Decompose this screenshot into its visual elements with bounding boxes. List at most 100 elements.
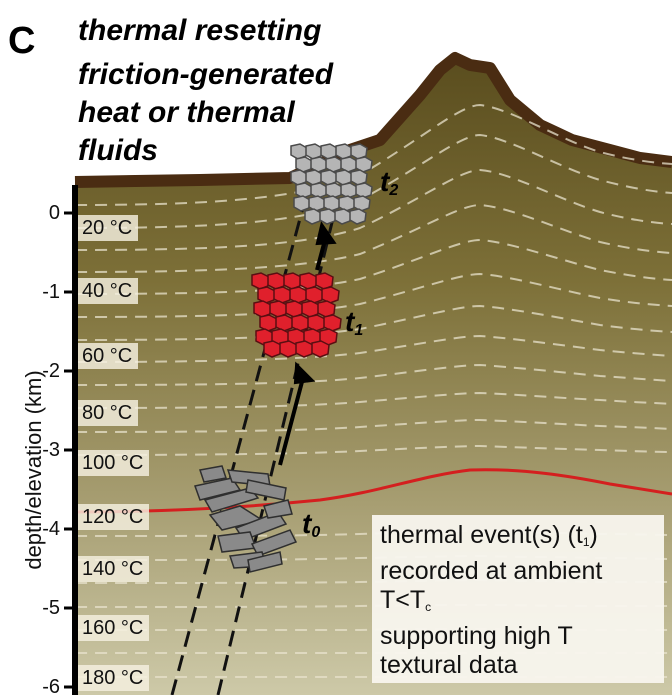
t1-clast xyxy=(321,286,340,304)
temperature-label: 40 °C xyxy=(78,278,139,304)
t1-label-base: t xyxy=(345,306,355,337)
temperature-label: 180 °C xyxy=(78,665,150,691)
t1-clast xyxy=(295,340,314,358)
annotation-line-1-text: thermal event(s) (t xyxy=(380,521,583,549)
t1-clast xyxy=(267,272,286,290)
y-tick-label: -2 xyxy=(42,360,60,382)
isotherm-line xyxy=(74,203,672,273)
t1-clast xyxy=(279,340,298,358)
t1-clast xyxy=(273,286,292,304)
t1-clast xyxy=(253,300,272,318)
y-tick-label: -4 xyxy=(42,518,60,540)
t1-clast xyxy=(289,286,308,304)
t2-clast xyxy=(304,208,322,225)
t2-clast xyxy=(340,182,358,199)
annotation-line-5: textural data xyxy=(380,651,518,679)
t2-clast xyxy=(323,195,341,212)
t2-clast xyxy=(350,169,368,186)
t0-shard xyxy=(199,465,227,483)
t2-clast xyxy=(290,169,308,186)
y-tick-label: 0 xyxy=(48,202,60,224)
t2-clast xyxy=(320,169,338,186)
arrow-head xyxy=(293,361,316,385)
t2-clast xyxy=(295,156,313,173)
t2-clast xyxy=(355,182,373,199)
t2-clast xyxy=(305,169,323,186)
annotation-line-1-sub: 1 xyxy=(582,535,590,549)
y-tick-label: -3 xyxy=(42,439,60,461)
t0-label: t0 xyxy=(302,510,320,541)
t1-clast xyxy=(257,286,276,304)
t2-clast xyxy=(325,182,343,199)
t0-shard xyxy=(245,479,287,501)
t2-clast xyxy=(349,208,367,225)
annotation-line-1-close: ) xyxy=(589,521,598,549)
t2-clast xyxy=(353,195,371,212)
t1-clast xyxy=(323,314,342,332)
isotherm-line xyxy=(74,304,672,341)
annotation-line-3-text: T<T xyxy=(380,586,426,614)
panel-title-line-4: fluids xyxy=(78,134,158,167)
t0-shard xyxy=(217,531,258,553)
arrow-shaft xyxy=(315,239,327,271)
t0-shard xyxy=(247,551,283,573)
t1-clast xyxy=(275,314,294,332)
annotation-line-4: supporting high T xyxy=(380,622,573,650)
t2-clast xyxy=(290,143,308,160)
t1-clast xyxy=(285,300,304,318)
isotherm-line xyxy=(74,133,672,229)
t1-clast xyxy=(315,272,334,290)
t2-clast xyxy=(338,195,356,212)
temperature-label: 100 °C xyxy=(78,450,150,476)
t2-clast xyxy=(295,182,313,199)
temperature-label: 160 °C xyxy=(78,615,150,641)
temperature-label: 60 °C xyxy=(78,343,139,369)
t1-clast xyxy=(251,272,270,290)
t2-clast xyxy=(340,156,358,173)
panel-title-line-1: thermal resetting xyxy=(78,14,322,47)
temperature-label: 140 °C xyxy=(78,556,150,582)
isotherm-line xyxy=(74,168,672,251)
isotherm-line xyxy=(74,391,672,409)
t2-clast xyxy=(335,143,353,160)
panel-letter: C xyxy=(8,20,36,62)
annotation-line-3: T<Tc xyxy=(380,586,656,622)
arrow-shaft xyxy=(278,377,305,466)
t2-clast xyxy=(335,169,353,186)
t1-clast xyxy=(263,340,282,358)
closure-isotherm xyxy=(74,468,672,514)
t1-clast xyxy=(307,314,326,332)
panel-title-line-3: heat or thermal xyxy=(78,96,295,129)
y-tick-label: -1 xyxy=(42,281,60,303)
t2-clast xyxy=(350,143,368,160)
t1-fault-rock xyxy=(251,272,342,358)
t2-label: t2 xyxy=(380,168,398,199)
isotherm-line xyxy=(74,238,672,295)
t1-clast xyxy=(299,272,318,290)
t2-clast xyxy=(308,195,326,212)
t2-label-base: t xyxy=(380,166,390,197)
t1-label-sub: 1 xyxy=(354,322,364,339)
t2-clast xyxy=(310,156,328,173)
isotherm-line xyxy=(74,418,672,433)
t0-shard xyxy=(263,499,293,519)
t2-clast xyxy=(320,143,338,160)
t0-label-sub: 0 xyxy=(311,524,321,541)
temperature-label: 20 °C xyxy=(78,215,139,241)
exhumation-arrows xyxy=(278,221,337,466)
isotherm-line xyxy=(74,444,672,456)
t1-label: t1 xyxy=(345,308,363,339)
t2-clast xyxy=(319,208,337,225)
y-tick-label: -5 xyxy=(42,597,60,619)
temperature-label: 120 °C xyxy=(78,504,150,530)
y-axis-ticks xyxy=(64,211,75,689)
isotherm-line xyxy=(74,334,672,363)
t2-clast xyxy=(334,208,352,225)
t2-clast xyxy=(310,182,328,199)
t2-clast xyxy=(355,156,373,173)
t1-clast xyxy=(317,300,336,318)
y-tick-label: -6 xyxy=(42,676,60,698)
isotherm-line xyxy=(74,272,672,318)
annotation-line-3-sub: c xyxy=(425,600,432,614)
arrow-head xyxy=(315,221,337,246)
